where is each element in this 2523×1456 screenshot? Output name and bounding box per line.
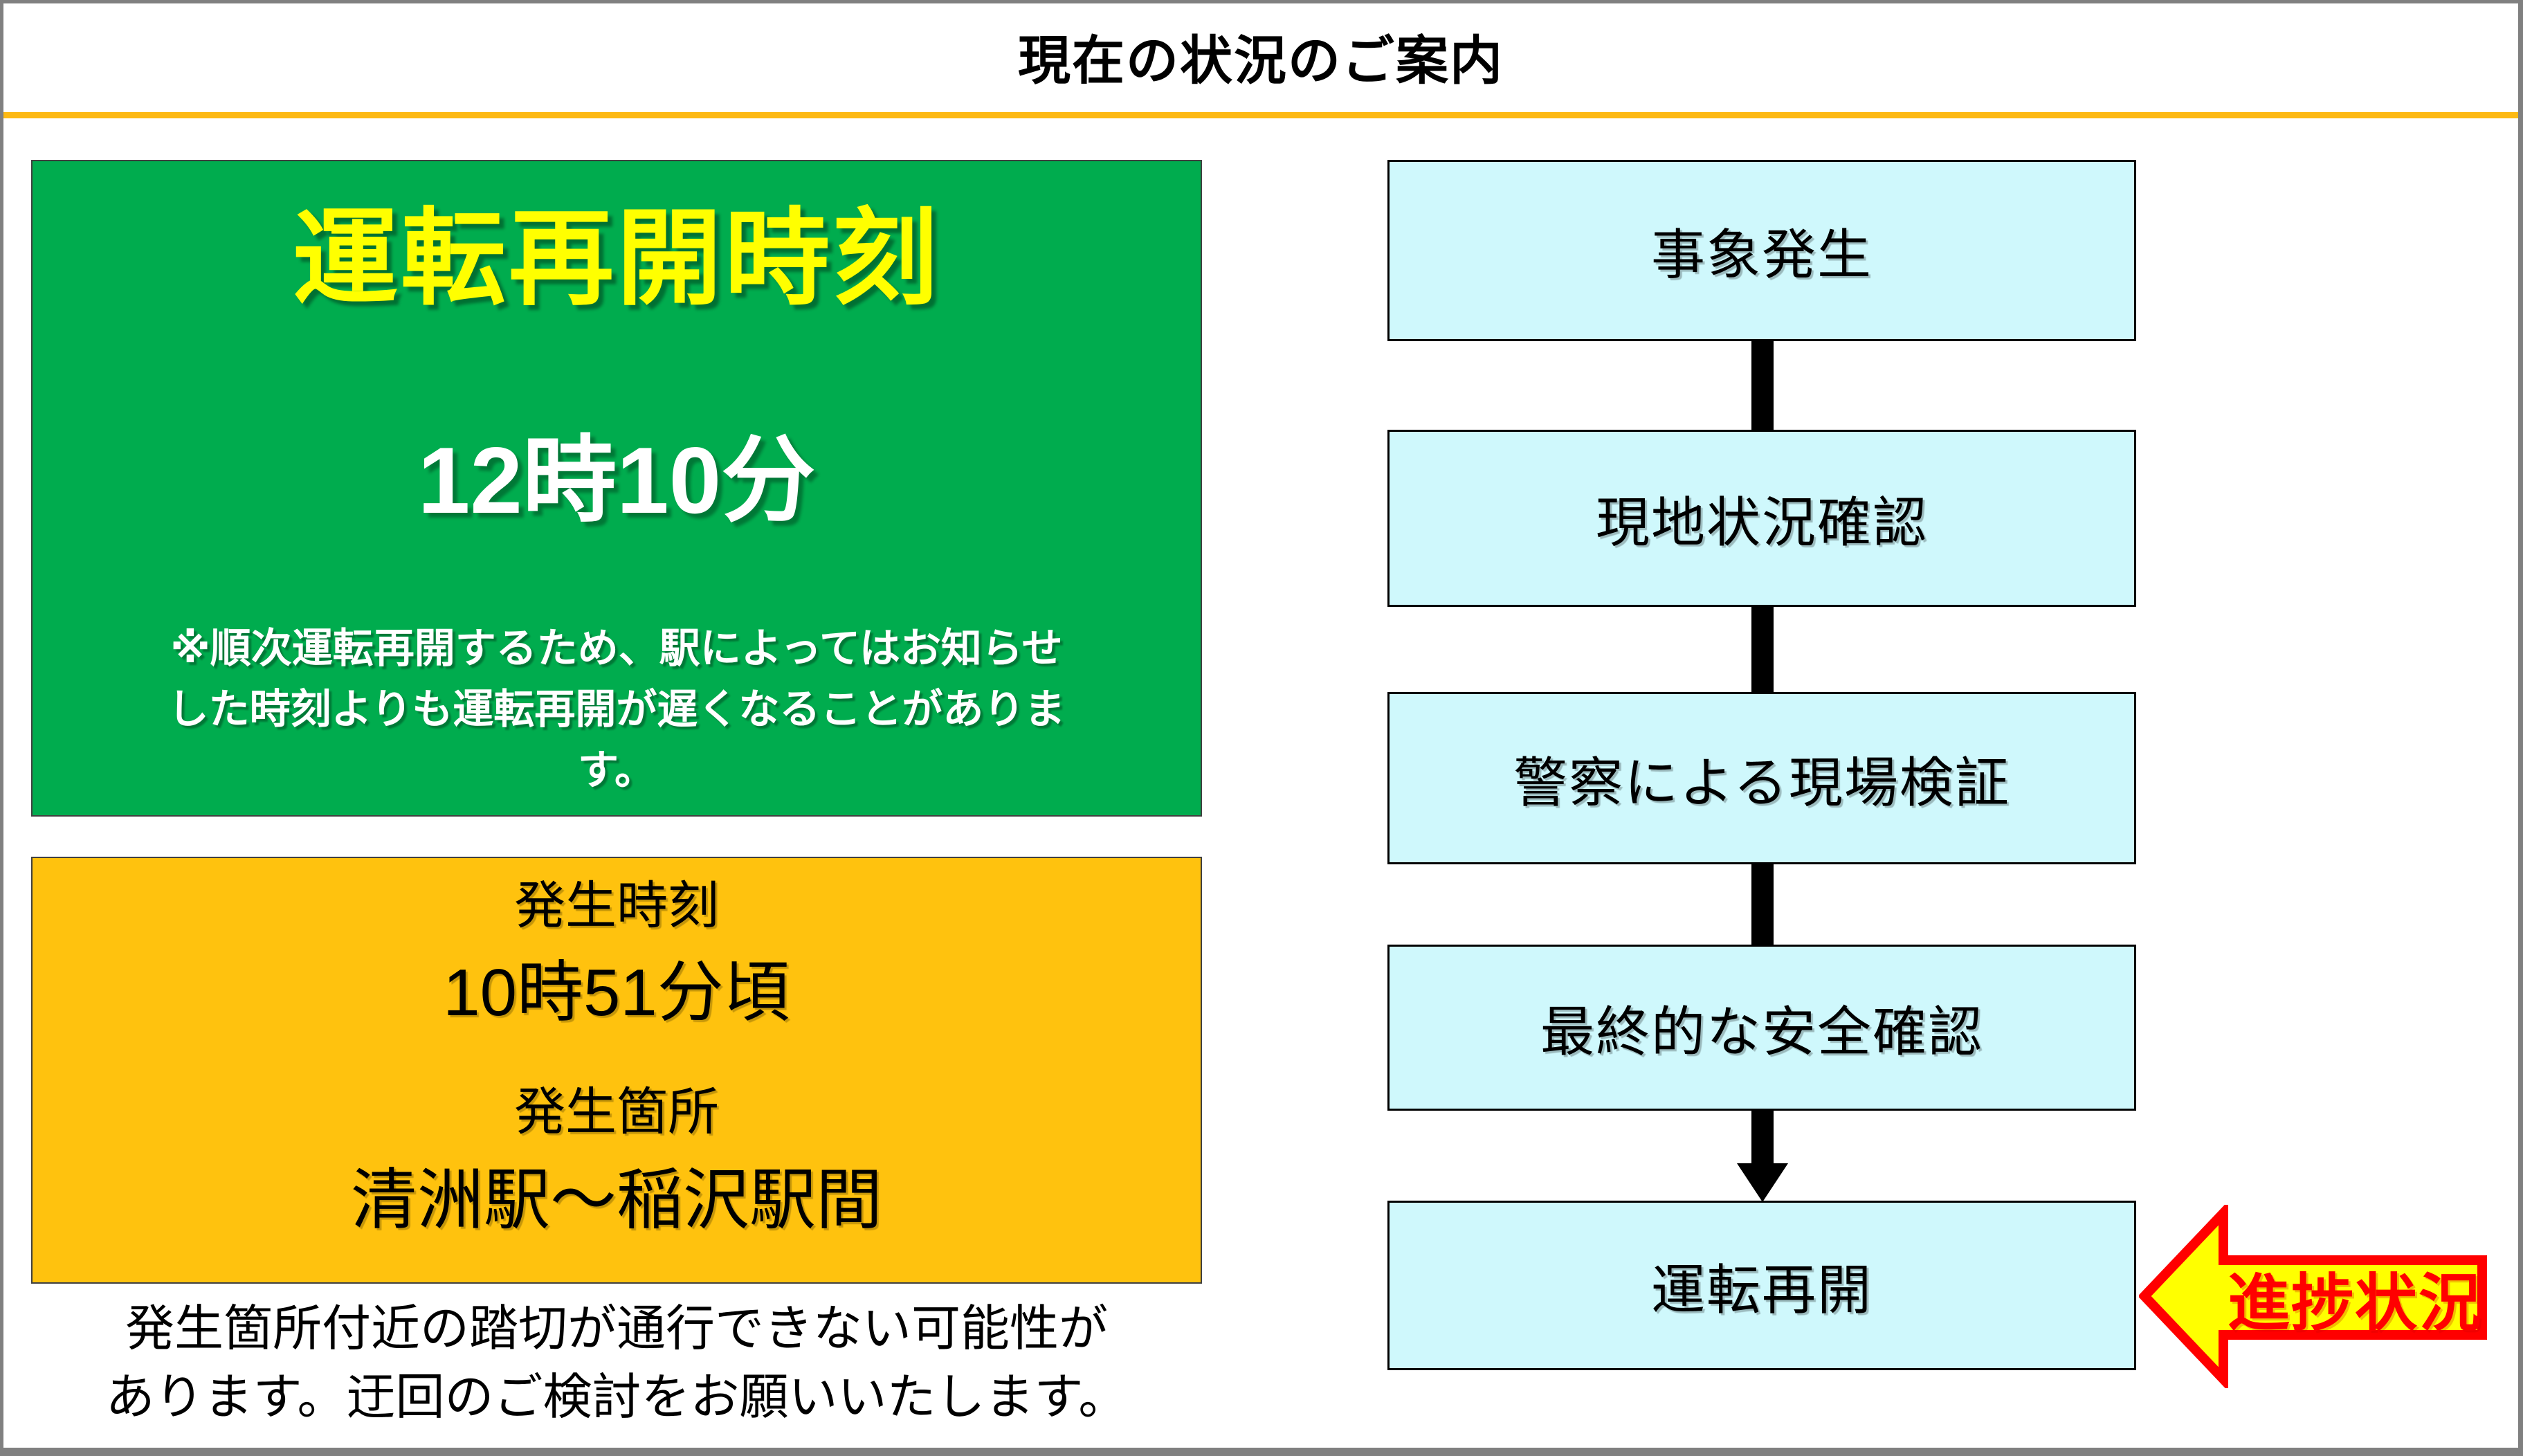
flow-connector [1751,864,1774,945]
caution-line: あります。迂回のご検討をお願いいたします。 [105,1370,1128,1425]
flow-step-operation-resumed: 運転再開 [1387,1201,2136,1370]
resume-note-line: ※順次運転再開するため、駅によってはお知らせ [170,626,1063,671]
flow-connector [1751,607,1774,692]
flow-step-police-inspection: 警察による現場検証 [1387,692,2136,864]
resume-note: ※順次運転再開するため、駅によってはお知らせ した時刻よりも運転再開が遅くなるこ… [33,618,1201,801]
page-title: 現在の状況のご案内 [1018,32,1504,91]
down-arrow-icon [1751,1111,1774,1163]
resume-time-value: 12時10分 [417,428,816,533]
resume-heading: 運転再開時刻 [293,200,940,318]
flow-step-incident-occurred: 事象発生 [1387,160,2136,341]
caution-line: 発生箇所付近の踏切が通行できない可能性が [125,1302,1108,1356]
crossing-caution-text: 発生箇所付近の踏切が通行できない可能性が あります。迂回のご検討をお願いいたしま… [31,1295,1202,1432]
flow-connector [1751,341,1774,430]
incident-time-value: 10時51分頃 [443,956,790,1030]
incident-location-label: 発生箇所 [514,1083,719,1140]
progress-left-arrow-icon [2139,1205,2487,1388]
flow-step-final-safety-check: 最終的な安全確認 [1387,945,2136,1111]
resume-note-line: す。 [577,747,656,793]
title-underline [3,112,2518,118]
flow-step-site-check: 現地状況確認 [1387,430,2136,607]
progress-status-label: 進捗状況 [2228,1269,2482,1338]
resume-note-line: した時刻よりも運転再開が遅くなることがありま [167,686,1066,732]
incident-panel: 発生時刻 10時51分頃 発生箇所 清洲駅～稲沢駅間 [31,857,1202,1284]
incident-location-value: 清洲駅～稲沢駅間 [351,1163,882,1237]
down-arrow-icon [1737,1163,1788,1202]
incident-time-label: 発生時刻 [514,877,719,934]
resume-time-panel: 運転再開時刻 12時10分 ※順次運転再開するため、駅によってはお知らせ した時… [31,160,1202,817]
